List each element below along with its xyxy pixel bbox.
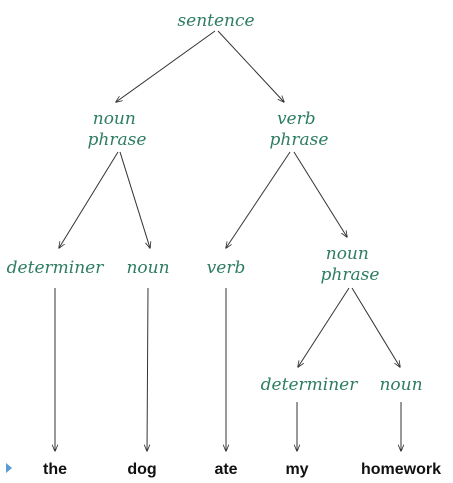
leaf-dog: dog [127, 461, 156, 478]
edge-noun-phrase-to-determiner [59, 151, 119, 248]
node-verb-phrase: verb phrase [270, 109, 329, 150]
node-noun-phrase-2: noun phrase [321, 244, 380, 285]
node-noun-phrase-2-line2: phrase [321, 265, 380, 285]
node-verb: verb [207, 258, 246, 278]
edge-noun-phrase2-to-determiner [298, 287, 350, 367]
tree-nodes: sentence noun phrase verb phrase determi… [7, 11, 423, 395]
node-verb-phrase-line1: verb [277, 109, 316, 129]
node-determiner: determiner [7, 258, 105, 278]
edge-noun-phrase2-to-noun [351, 287, 400, 367]
node-noun-phrase-line1: noun [93, 109, 136, 129]
leaf-the: the [43, 461, 67, 478]
node-sentence: sentence [177, 11, 254, 31]
leaf-ate: ate [214, 461, 237, 478]
leaf-my: my [285, 461, 308, 478]
edge-noun-to-dog [147, 287, 148, 451]
tree-edges [55, 30, 401, 451]
triangle-bullet-icon [6, 463, 12, 473]
edge-verb-phrase-to-verb [226, 151, 291, 248]
node-noun-phrase-line2: phrase [88, 130, 147, 150]
leaf-homework: homework [361, 461, 441, 478]
node-determiner-2: determiner [261, 375, 359, 395]
node-noun-phrase: noun phrase [88, 109, 147, 150]
edge-noun-phrase-to-noun [119, 151, 150, 248]
edge-verb-phrase-to-noun-phrase [293, 151, 347, 237]
node-noun: noun [126, 258, 169, 278]
edge-sentence-to-verb-phrase [217, 30, 284, 102]
tree-leaves: the dog ate my homework [6, 461, 441, 478]
node-noun-phrase-2-line1: noun [326, 244, 369, 264]
edge-sentence-to-noun-phrase [116, 30, 216, 102]
node-noun-2: noun [379, 375, 422, 395]
node-verb-phrase-line2: phrase [270, 130, 329, 150]
